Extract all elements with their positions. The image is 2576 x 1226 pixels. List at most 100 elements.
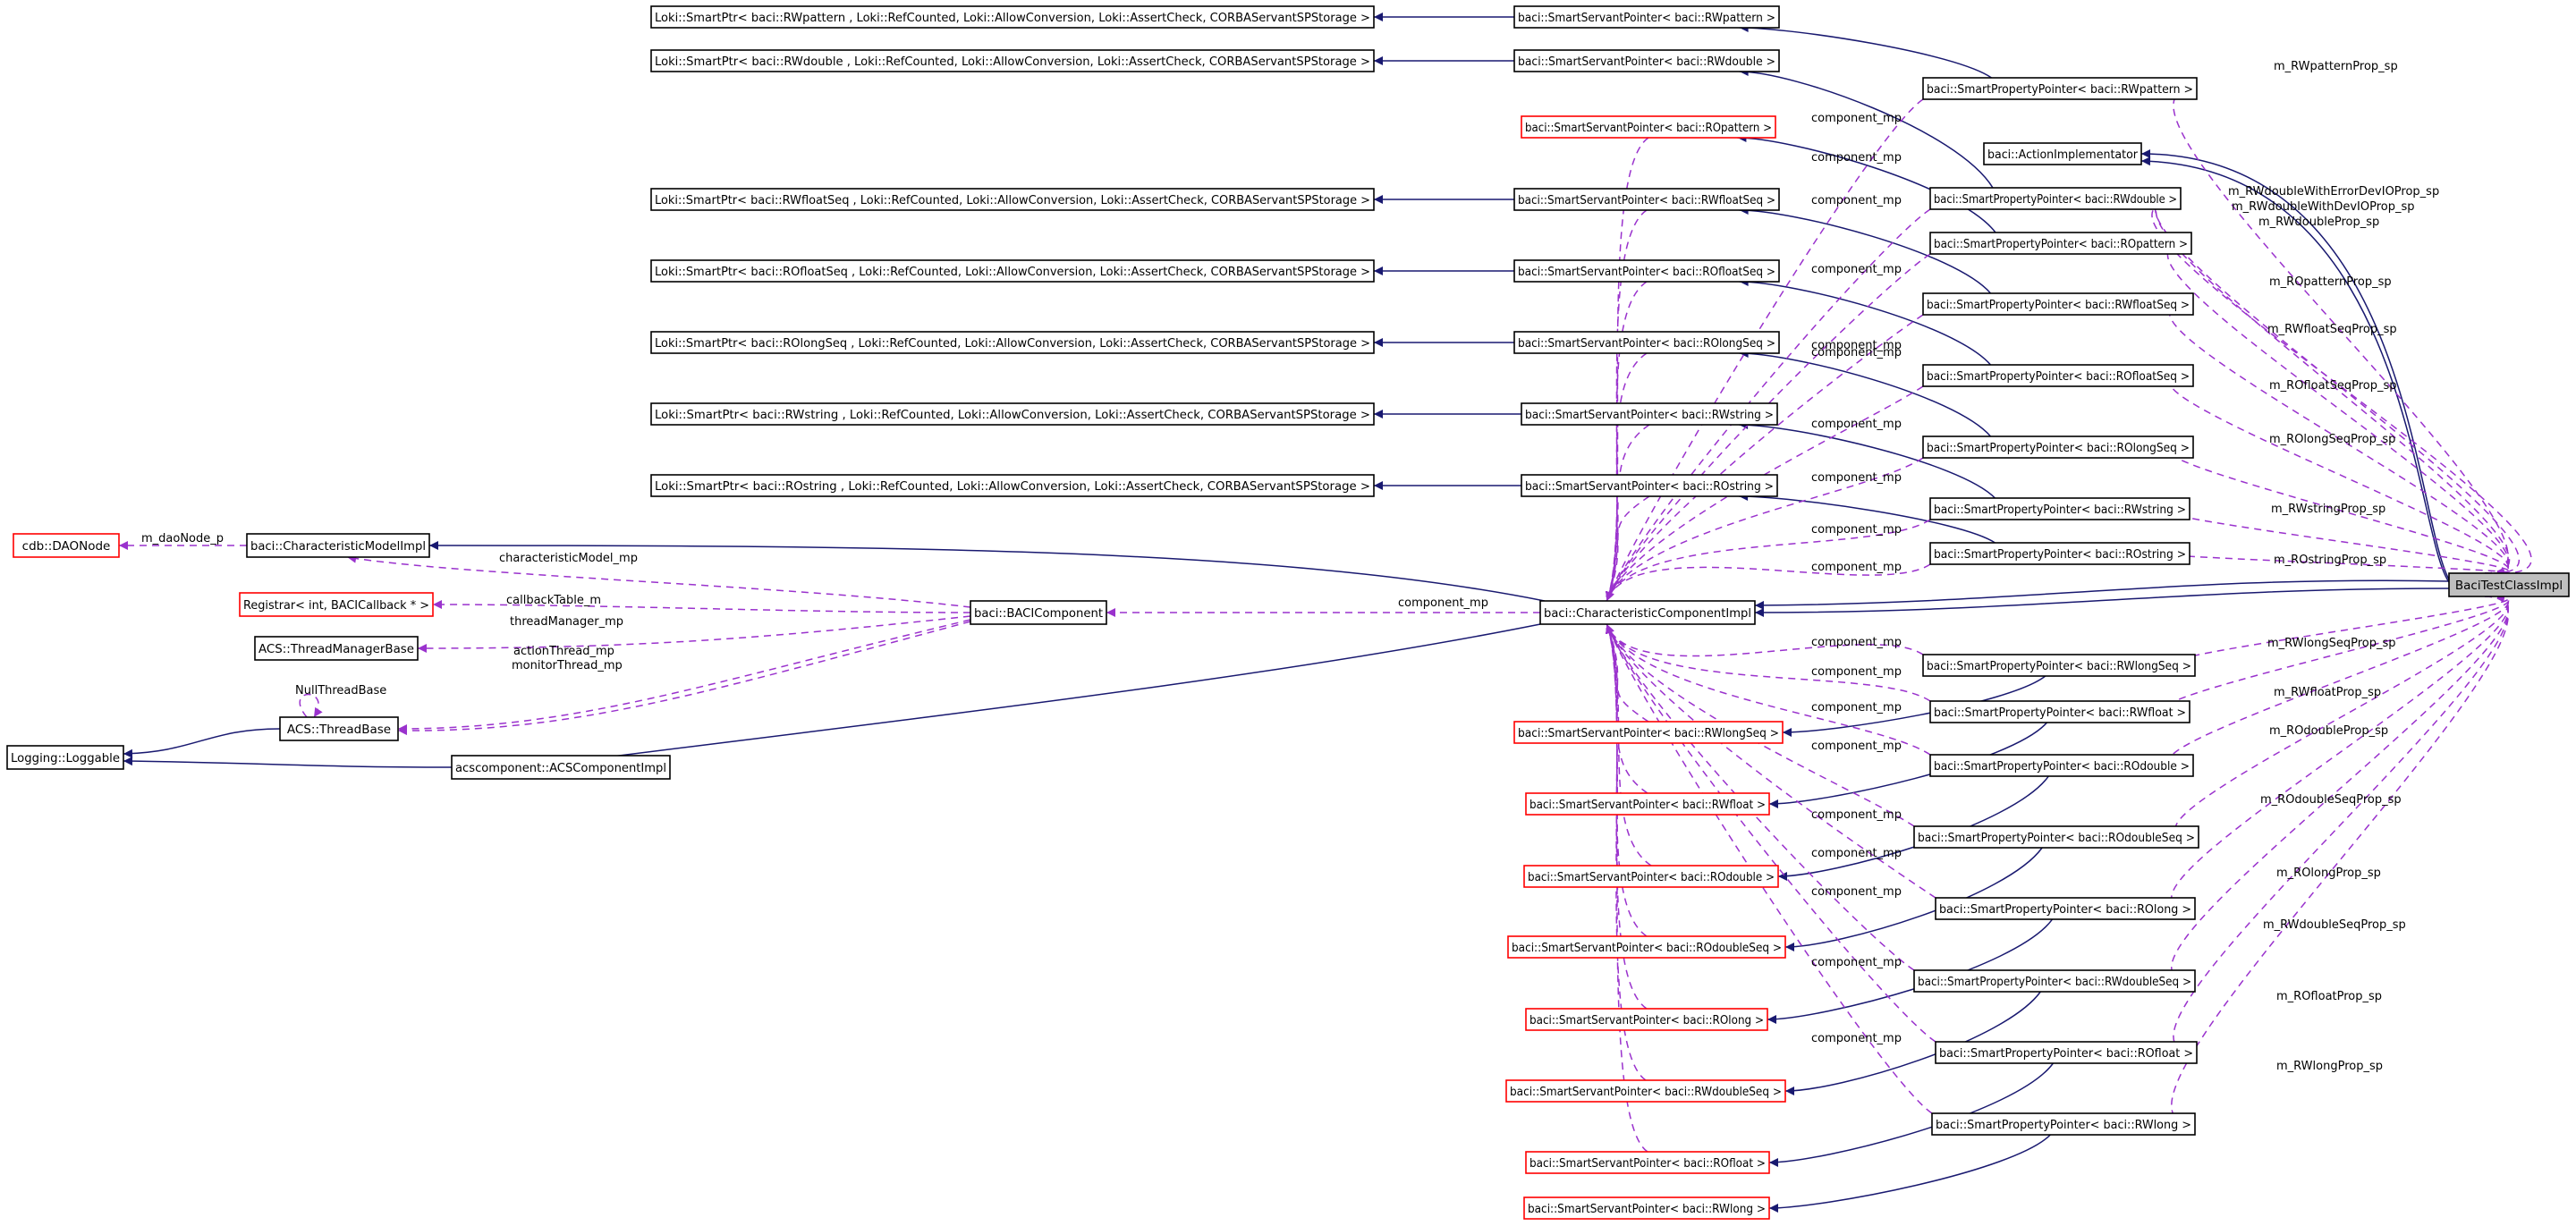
class-node-registrar[interactable]: Registrar< int, BACICallback * > bbox=[239, 592, 434, 617]
class-box[interactable] bbox=[1929, 187, 2182, 210]
class-node-ssp-rwdoubleseq[interactable]: baci::SmartServantPointer< baci::RWdoubl… bbox=[1505, 1079, 1786, 1103]
class-node-loggable[interactable]: Logging::Loggable bbox=[6, 745, 124, 770]
class-box[interactable] bbox=[1523, 1196, 1770, 1220]
class-box[interactable] bbox=[451, 755, 671, 780]
class-box[interactable] bbox=[650, 49, 1375, 72]
class-node-lk-rwpattern[interactable]: Loki::SmartPtr< baci::RWpattern , Loki::… bbox=[650, 5, 1375, 29]
class-node-ssp-rolong[interactable]: baci::SmartServantPointer< baci::ROlong … bbox=[1525, 1008, 1768, 1031]
class-box[interactable] bbox=[279, 716, 399, 741]
class-box[interactable] bbox=[1539, 600, 1756, 625]
class-box[interactable] bbox=[1525, 1151, 1770, 1174]
class-node-ssp-rodouble[interactable]: baci::SmartServantPointer< baci::ROdoubl… bbox=[1523, 865, 1779, 888]
class-node-spp-ropattern[interactable]: baci::SmartPropertyPointer< baci::ROpatt… bbox=[1929, 232, 2192, 255]
class-box[interactable] bbox=[254, 636, 419, 661]
class-box[interactable] bbox=[1513, 5, 1780, 29]
class-node-ssp-rwfloat[interactable]: baci::SmartServantPointer< baci::RWfloat… bbox=[1525, 792, 1770, 816]
class-box[interactable] bbox=[970, 600, 1107, 625]
class-box[interactable] bbox=[1513, 331, 1780, 354]
class-node-spp-rofloat[interactable]: baci::SmartPropertyPointer< baci::ROfloa… bbox=[1935, 1041, 2198, 1064]
class-box[interactable] bbox=[650, 402, 1375, 426]
class-node-ssp-rostring[interactable]: baci::SmartServantPointer< baci::ROstrin… bbox=[1521, 474, 1778, 497]
class-node-lk-rostring[interactable]: Loki::SmartPtr< baci::ROstring , Loki::R… bbox=[650, 474, 1375, 497]
class-box[interactable] bbox=[1521, 115, 1776, 139]
class-box[interactable] bbox=[1922, 77, 2198, 100]
class-box[interactable] bbox=[1935, 897, 2196, 920]
class-node-lk-rwdouble[interactable]: Loki::SmartPtr< baci::RWdouble , Loki::R… bbox=[650, 49, 1375, 72]
class-box[interactable] bbox=[2448, 572, 2570, 597]
class-node-thread-base[interactable]: ACS::ThreadBase bbox=[279, 716, 399, 741]
class-box[interactable] bbox=[1513, 259, 1780, 283]
class-box[interactable] bbox=[1935, 1041, 2198, 1064]
class-node-lk-rwstring[interactable]: Loki::SmartPtr< baci::RWstring , Loki::R… bbox=[650, 402, 1375, 426]
class-node-ssp-rwfloatseq[interactable]: baci::SmartServantPointer< baci::RWfloat… bbox=[1513, 188, 1780, 211]
class-node-spp-rwlong[interactable]: baci::SmartPropertyPointer< baci::RWlong… bbox=[1931, 1112, 2196, 1136]
class-node-ssp-rwlongseq[interactable]: baci::SmartServantPointer< baci::RWlongS… bbox=[1513, 721, 1784, 744]
class-box[interactable] bbox=[1922, 292, 2194, 316]
class-box[interactable] bbox=[1922, 364, 2194, 387]
class-box[interactable] bbox=[1523, 865, 1779, 888]
class-box[interactable] bbox=[1929, 700, 2190, 723]
class-box[interactable] bbox=[1983, 142, 2142, 165]
class-node-acs-comp[interactable]: acscomponent::ACSComponentImpl bbox=[451, 755, 671, 780]
class-node-char-model[interactable]: baci::CharacteristicModelImpl bbox=[246, 533, 430, 558]
class-box[interactable] bbox=[1929, 232, 2192, 255]
class-node-lk-rofloatseq[interactable]: Loki::SmartPtr< baci::ROfloatSeq , Loki:… bbox=[650, 259, 1375, 283]
class-node-spp-rodoubleseq[interactable]: baci::SmartPropertyPointer< baci::ROdoub… bbox=[1913, 825, 2199, 849]
class-box[interactable] bbox=[1929, 754, 2194, 777]
class-node-spp-rodouble[interactable]: baci::SmartPropertyPointer< baci::ROdoub… bbox=[1929, 754, 2194, 777]
class-box[interactable] bbox=[239, 592, 434, 617]
class-box[interactable] bbox=[1513, 721, 1784, 744]
class-node-ssp-rofloatseq[interactable]: baci::SmartServantPointer< baci::ROfloat… bbox=[1513, 259, 1780, 283]
class-node-spp-rolongseq[interactable]: baci::SmartPropertyPointer< baci::ROlong… bbox=[1922, 435, 2194, 459]
class-box[interactable] bbox=[1513, 49, 1780, 72]
class-node-ssp-rolongseq[interactable]: baci::SmartServantPointer< baci::ROlongS… bbox=[1513, 331, 1780, 354]
class-box[interactable] bbox=[1507, 935, 1786, 959]
class-node-action-impl[interactable]: baci::ActionImplementator bbox=[1983, 142, 2142, 165]
class-box[interactable] bbox=[650, 259, 1375, 283]
class-node-spp-rostring[interactable]: baci::SmartPropertyPointer< baci::ROstri… bbox=[1929, 542, 2190, 565]
class-box[interactable] bbox=[1929, 542, 2190, 565]
class-box[interactable] bbox=[1922, 654, 2196, 677]
class-node-ssp-rodoubleseq[interactable]: baci::SmartServantPointer< baci::ROdoubl… bbox=[1507, 935, 1786, 959]
class-box[interactable] bbox=[1913, 825, 2199, 849]
class-box[interactable] bbox=[1525, 1008, 1768, 1031]
class-box[interactable] bbox=[1525, 792, 1770, 816]
class-box[interactable] bbox=[650, 474, 1375, 497]
class-box[interactable] bbox=[650, 188, 1375, 211]
class-node-ssp-rofloat[interactable]: baci::SmartServantPointer< baci::ROfloat… bbox=[1525, 1151, 1770, 1174]
class-node-lk-rolongseq[interactable]: Loki::SmartPtr< baci::ROlongSeq , Loki::… bbox=[650, 331, 1375, 354]
class-node-spp-rolong[interactable]: baci::SmartPropertyPointer< baci::ROlong… bbox=[1935, 897, 2196, 920]
class-node-baci-comp[interactable]: baci::BACIComponent bbox=[970, 600, 1107, 625]
class-box[interactable] bbox=[13, 533, 120, 558]
class-box[interactable] bbox=[1505, 1079, 1786, 1103]
class-box[interactable] bbox=[1521, 474, 1778, 497]
class-node-spp-rwdouble[interactable]: baci::SmartPropertyPointer< baci::RWdoub… bbox=[1929, 187, 2182, 210]
class-box[interactable] bbox=[650, 331, 1375, 354]
class-box[interactable] bbox=[1913, 969, 2196, 993]
class-node-ssp-ropattern[interactable]: baci::SmartServantPointer< baci::ROpatte… bbox=[1521, 115, 1776, 139]
class-node-spp-rwdoubleseq[interactable]: baci::SmartPropertyPointer< baci::RWdoub… bbox=[1913, 969, 2196, 993]
class-box[interactable] bbox=[1929, 497, 2190, 520]
class-node-ssp-rwpattern[interactable]: baci::SmartServantPointer< baci::RWpatte… bbox=[1513, 5, 1780, 29]
class-node-spp-rwlongseq[interactable]: baci::SmartPropertyPointer< baci::RWlong… bbox=[1922, 654, 2196, 677]
class-node-char-comp[interactable]: baci::CharacteristicComponentImpl bbox=[1539, 600, 1756, 625]
class-node-baci-test[interactable]: BaciTestClassImpl bbox=[2448, 572, 2570, 597]
class-node-thread-mgr[interactable]: ACS::ThreadManagerBase bbox=[254, 636, 419, 661]
class-box[interactable] bbox=[1922, 435, 2194, 459]
class-box[interactable] bbox=[6, 745, 124, 770]
class-node-spp-rwpattern[interactable]: baci::SmartPropertyPointer< baci::RWpatt… bbox=[1922, 77, 2198, 100]
class-node-ssp-rwlong[interactable]: baci::SmartServantPointer< baci::RWlong … bbox=[1523, 1196, 1770, 1220]
class-node-lk-rwfloatseq[interactable]: Loki::SmartPtr< baci::RWfloatSeq , Loki:… bbox=[650, 188, 1375, 211]
class-node-spp-rwfloatseq[interactable]: baci::SmartPropertyPointer< baci::RWfloa… bbox=[1922, 292, 2194, 316]
class-node-spp-rofloatseq[interactable]: baci::SmartPropertyPointer< baci::ROfloa… bbox=[1922, 364, 2194, 387]
class-box[interactable] bbox=[650, 5, 1375, 29]
class-node-spp-rwstring[interactable]: baci::SmartPropertyPointer< baci::RWstri… bbox=[1929, 497, 2190, 520]
class-box[interactable] bbox=[1513, 188, 1780, 211]
class-node-spp-rwfloat[interactable]: baci::SmartPropertyPointer< baci::RWfloa… bbox=[1929, 700, 2190, 723]
class-box[interactable] bbox=[1521, 402, 1778, 426]
class-box[interactable] bbox=[1931, 1112, 2196, 1136]
class-node-cdb-daonode[interactable]: cdb::DAONode bbox=[13, 533, 120, 558]
class-node-ssp-rwstring[interactable]: baci::SmartServantPointer< baci::RWstrin… bbox=[1521, 402, 1778, 426]
class-box[interactable] bbox=[246, 533, 430, 558]
class-node-ssp-rwdouble[interactable]: baci::SmartServantPointer< baci::RWdoubl… bbox=[1513, 49, 1780, 72]
